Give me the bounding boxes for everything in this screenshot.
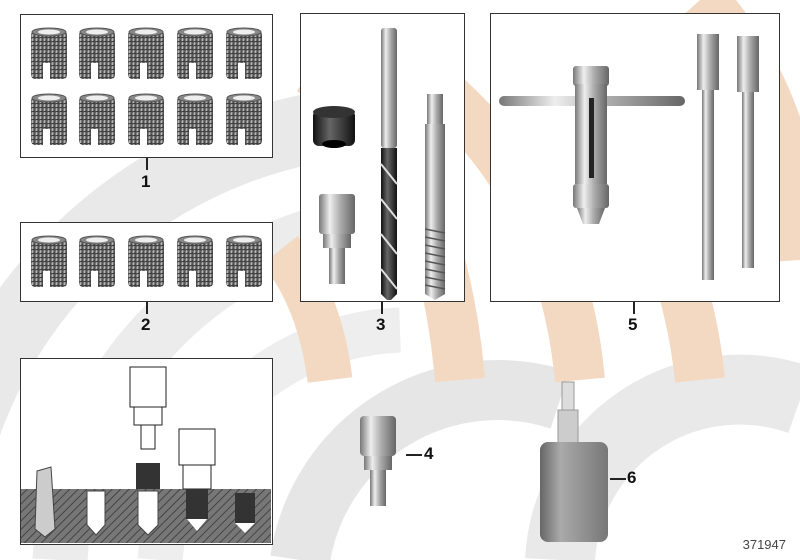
panel-installation-procedure xyxy=(20,358,273,545)
installation-procedure-diagram xyxy=(21,366,271,543)
leader-line-1 xyxy=(146,158,148,170)
callout-6[interactable]: 6 xyxy=(627,468,637,487)
socket-bit-part-4 xyxy=(360,416,396,506)
socket-bit-icon xyxy=(319,194,355,284)
tap-wrench-icon xyxy=(499,66,685,224)
wrench-extension-icon-2 xyxy=(737,36,759,268)
panel-threaded-inserts-10 xyxy=(20,14,273,158)
panel-tap-wrench-set xyxy=(490,13,780,302)
threaded-insert-grid-10 xyxy=(30,27,263,146)
leader-line-4 xyxy=(406,454,422,456)
leader-line-3 xyxy=(381,302,383,314)
locking-compound-bottle-part-6 xyxy=(540,381,608,542)
tap-wrench-set-illustration xyxy=(499,34,759,280)
wrench-extension-icon-1 xyxy=(697,34,719,280)
threaded-insert-row-5 xyxy=(30,235,263,288)
tap-icon xyxy=(424,94,446,300)
drill-tap-set-illustration xyxy=(313,28,446,302)
callout-4[interactable]: 4 xyxy=(424,444,434,463)
panel-threaded-inserts-5 xyxy=(20,222,273,302)
callout-2[interactable]: 2 xyxy=(141,315,151,334)
leader-line-6 xyxy=(610,478,626,480)
panel-drill-tap-set xyxy=(300,13,465,302)
leader-line-2 xyxy=(146,302,148,314)
callout-1[interactable]: 1 xyxy=(141,172,151,191)
callout-3[interactable]: 3 xyxy=(376,315,386,334)
diagram-reference-number: 371947 xyxy=(742,537,786,552)
leader-line-5 xyxy=(633,302,635,314)
callout-5[interactable]: 5 xyxy=(628,315,638,334)
drill-bit-icon xyxy=(380,28,398,302)
stop-collar-icon xyxy=(313,106,355,148)
